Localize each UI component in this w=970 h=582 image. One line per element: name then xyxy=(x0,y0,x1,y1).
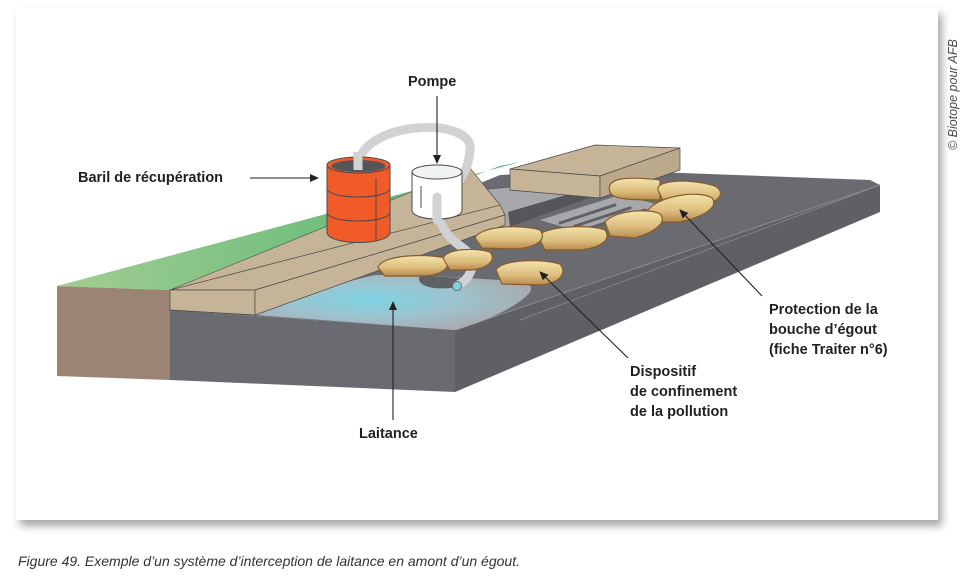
sandbag xyxy=(474,226,543,250)
leader-lines xyxy=(250,96,763,420)
label-baril: Baril de récupération xyxy=(78,170,224,186)
protection-arrow xyxy=(679,209,763,297)
soil-side xyxy=(57,286,170,380)
recovery-barrel xyxy=(326,152,391,243)
label-dispositif-line: de la pollution xyxy=(630,404,729,420)
label-protection-line: Protection de la xyxy=(769,302,878,318)
label-pompe: Pompe xyxy=(408,74,457,90)
label-protection: Protection de la bouche d’égout (fiche T… xyxy=(769,300,888,360)
label-dispositif-line: de confinement xyxy=(630,384,738,400)
label-dispositif-line: Dispositif xyxy=(630,364,697,380)
label-dispositif: Dispositif de confinement de la pollutio… xyxy=(630,362,737,422)
sandbag xyxy=(604,210,663,239)
hose-nozzle xyxy=(452,281,462,291)
sewer-grate xyxy=(540,195,660,232)
label-protection-line: (fiche Traiter n°6) xyxy=(769,342,888,358)
sandbag xyxy=(442,248,493,271)
grass xyxy=(57,162,520,290)
figure-credit: © Biotope pour AFB xyxy=(946,39,960,150)
illustration xyxy=(57,96,881,420)
sandbag xyxy=(495,260,564,286)
sandbags xyxy=(377,177,722,286)
road-side xyxy=(455,185,880,392)
pump xyxy=(411,164,463,225)
sandbag xyxy=(647,193,715,223)
dispositif-arrow xyxy=(539,271,629,359)
figure-caption: Figure 49. Exemple d’un système d’interc… xyxy=(18,553,520,569)
road-front xyxy=(170,310,455,392)
label-protection-line: bouche d’égout xyxy=(769,322,877,338)
label-laitance: Laitance xyxy=(359,426,418,442)
road-marking xyxy=(519,184,881,321)
sandbag xyxy=(537,226,608,251)
sandbag xyxy=(608,177,661,201)
